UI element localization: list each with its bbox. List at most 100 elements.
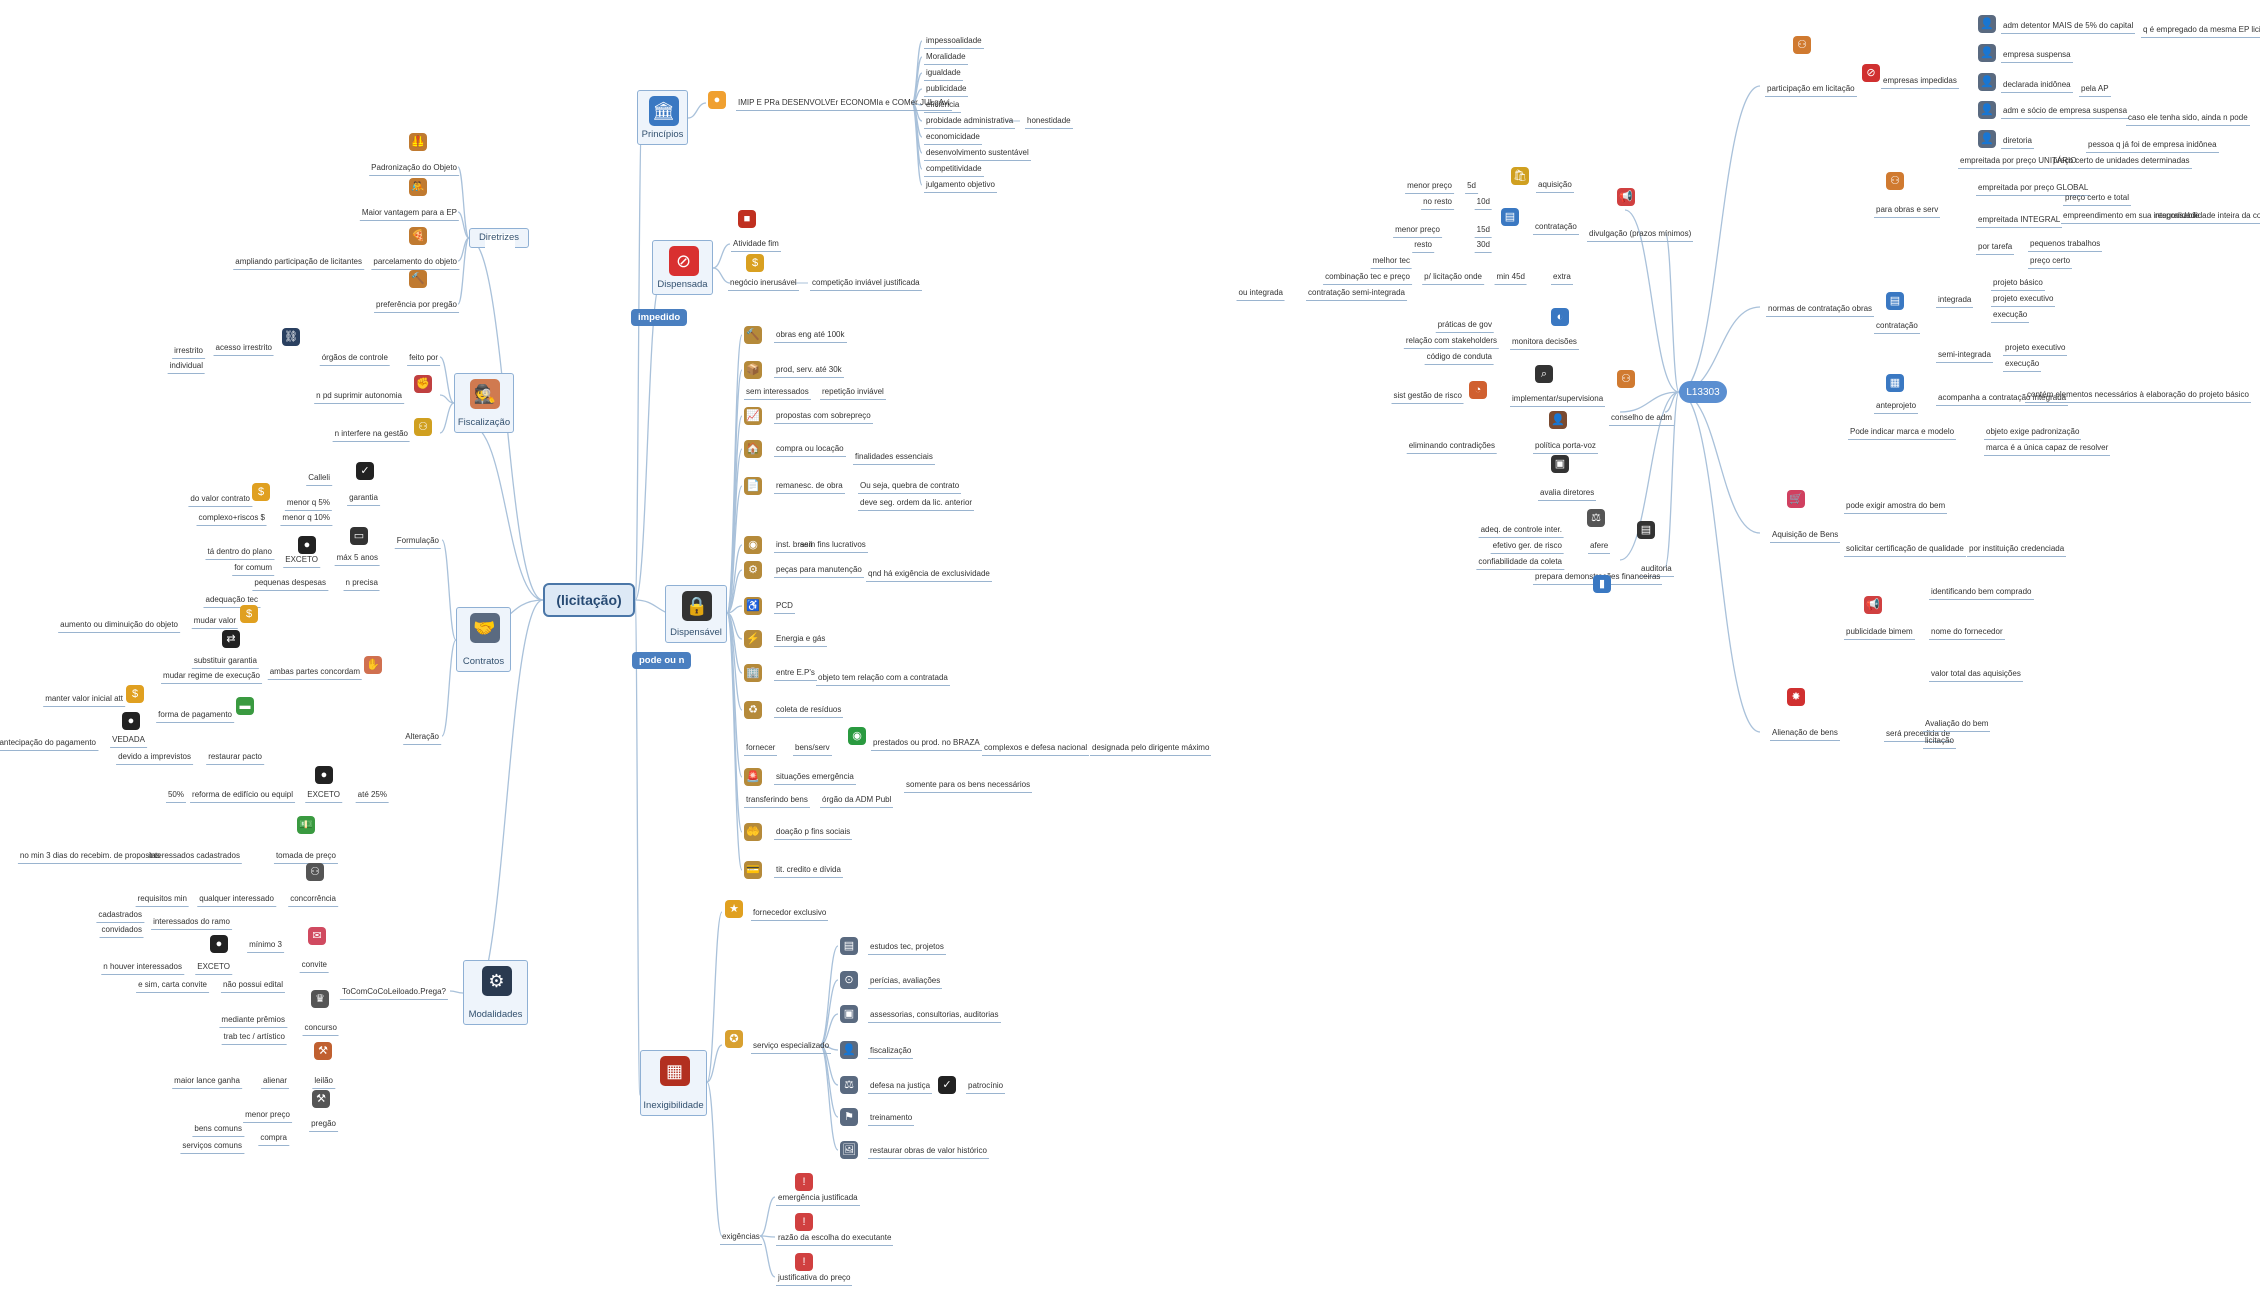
l13-pessoa[interactable]: pessoa q já foi de empresa inidônea bbox=[2086, 140, 2219, 153]
contratos-ambas[interactable]: ambas partes concordam bbox=[267, 667, 362, 680]
inexig-servico-item-4[interactable]: defesa na justiça bbox=[868, 1081, 933, 1094]
contratos-garantia[interactable]: garantia bbox=[347, 493, 380, 506]
fiscal-interfere[interactable]: n interfere na gestão bbox=[332, 429, 410, 442]
inexig-servico-item-0[interactable]: estudos tec, projetos bbox=[868, 942, 946, 955]
l13303-topic[interactable]: L13303 bbox=[1679, 381, 1727, 403]
dispensavel-item-5[interactable]: inst. brasil bbox=[774, 540, 815, 553]
l13-extra[interactable]: extra bbox=[1551, 272, 1573, 285]
diretriz-ampliando[interactable]: ampliando participação de licitantes bbox=[233, 257, 364, 270]
modalidades-mnemonic[interactable]: ToComCoCoLeiloado.Prega? bbox=[339, 987, 448, 1000]
l13-empregado[interactable]: q é empregado da mesma EP licitante bbox=[2141, 25, 2260, 38]
modalidade-edital[interactable]: não possui edital bbox=[220, 980, 285, 993]
inexig-fornecedor[interactable]: fornecedor exclusivo bbox=[751, 908, 829, 921]
inexigibilidade-box[interactable]: ▦Inexigibilidade bbox=[640, 1050, 707, 1116]
modalidade-trab-tec[interactable]: trab tec / artístico bbox=[221, 1032, 287, 1045]
l13-marca[interactable]: Pode indicar marca e modelo bbox=[1848, 427, 1957, 440]
l13-normas[interactable]: normas de contratação obras bbox=[1766, 304, 1875, 317]
contratos-adequacao[interactable]: adequação tec bbox=[203, 595, 260, 608]
inexig-servico-item-2[interactable]: assessorias, consultorias, auditorias bbox=[868, 1010, 1001, 1023]
l13-unica[interactable]: marca é a única capaz de resolver bbox=[1984, 443, 2111, 456]
inexig-exigencia-1[interactable]: razão da escolha do executante bbox=[776, 1233, 894, 1246]
modalidade-servicos-comuns[interactable]: serviços comuns bbox=[180, 1141, 244, 1154]
l13-instituicao[interactable]: por instituição credenciada bbox=[1967, 544, 2067, 557]
fiscal-suprimir[interactable]: n pd suprimir autonomia bbox=[314, 391, 404, 404]
l13-30d[interactable]: 30d bbox=[1474, 240, 1492, 253]
fiscal-feito-por[interactable]: feito por bbox=[407, 353, 440, 366]
contratos-max5[interactable]: máx 5 anos bbox=[334, 553, 380, 566]
diretriz-item-1[interactable]: Maior vantagem para a EP bbox=[359, 208, 459, 221]
contratos-complexo[interactable]: complexo+riscos $ bbox=[196, 513, 267, 526]
l13-integralidade[interactable]: empreendimento em sua integralidade bbox=[2061, 211, 2202, 224]
l13-licitacao[interactable]: licitação bbox=[1923, 736, 1956, 749]
l13-resto[interactable]: no resto bbox=[1421, 197, 1454, 210]
modalidade-leilao[interactable]: leilão bbox=[312, 1076, 335, 1089]
contratos-n-precisa[interactable]: n precisa bbox=[343, 578, 380, 591]
principio-item-4[interactable]: eficiência bbox=[924, 100, 962, 113]
l13-global[interactable]: empreitada por preço GLOBAL bbox=[1976, 183, 2091, 196]
principios-lead[interactable]: IMIP E PRa DESENVOLVEr ECONOMIa e COMer … bbox=[736, 98, 952, 111]
l13-diretoria[interactable]: diretoria bbox=[2001, 136, 2034, 149]
l13-semi-div[interactable]: contratação semi-integrada bbox=[1306, 288, 1407, 301]
l13-divulgacao[interactable]: divulgação (prazos mínimos) bbox=[1587, 229, 1694, 242]
modalidade-3-dias[interactable]: no min 3 dias do recebim. de propostas bbox=[17, 851, 162, 864]
l13-publicidade[interactable]: publicidade bimem bbox=[1844, 627, 1915, 640]
l13-impedidas[interactable]: empresas impedidas bbox=[1881, 76, 1959, 89]
l13-adm-detentor[interactable]: adm detentor MAIS de 5% do capital bbox=[2001, 21, 2136, 34]
l13-semi[interactable]: semi-integrada bbox=[1936, 350, 1993, 363]
l13-responsabilidade[interactable]: responsabilidade inteira da contratada bbox=[2153, 211, 2260, 224]
dispensada-box[interactable]: ⊘Dispensada bbox=[652, 240, 713, 295]
principio-honestidade[interactable]: honestidade bbox=[1025, 116, 1073, 129]
contratos-plano[interactable]: tá dentro do plano bbox=[205, 547, 274, 560]
diretriz-item-0[interactable]: Padronização do Objeto bbox=[369, 163, 459, 176]
l13-unitario[interactable]: empreitada por preço UNITÁRIO bbox=[1958, 156, 2079, 169]
l13-monitora[interactable]: monitora decisões bbox=[1510, 337, 1579, 350]
fiscalizacao-box[interactable]: 🕵Fiscalização bbox=[454, 373, 514, 433]
dispensavel-item-3[interactable]: compra ou locação bbox=[774, 444, 846, 457]
dispensavel-relacao[interactable]: objeto tem relação com a contratada bbox=[816, 673, 950, 686]
dispensavel-item-13[interactable]: tit. credito e dívida bbox=[774, 865, 843, 878]
dispensavel-defesa[interactable]: complexos e defesa nacional bbox=[982, 743, 1090, 756]
inexig-exigencia-2[interactable]: justificativa do preço bbox=[776, 1273, 853, 1286]
l13-pequenos[interactable]: pequenos trabalhos bbox=[2028, 239, 2103, 252]
l13-unidades[interactable]: preço certo de unidades determinadas bbox=[2051, 156, 2192, 169]
dispensavel-item-0[interactable]: obras eng até 100k bbox=[774, 330, 847, 343]
dispensavel-quebra[interactable]: Ou seja, quebra de contrato bbox=[858, 481, 962, 494]
dispensavel-braza[interactable]: prestados ou prod. no BRAZA bbox=[871, 738, 982, 751]
modalidade-compra[interactable]: compra bbox=[258, 1133, 289, 1146]
l13-avaliacao[interactable]: Avaliação do bem bbox=[1923, 719, 1991, 732]
l13-onde[interactable]: p/ licitação onde bbox=[1422, 272, 1484, 285]
l13-auditoria[interactable]: auditoria bbox=[1639, 564, 1674, 577]
dispensada-competicao[interactable]: competição inviável justificada bbox=[810, 278, 922, 291]
l13-anteprojeto[interactable]: anteprojeto bbox=[1874, 401, 1919, 414]
modalidade-exceto[interactable]: EXCETO bbox=[195, 962, 232, 975]
fiscal-individual[interactable]: individual bbox=[167, 361, 205, 374]
l13-codigo[interactable]: código de conduta bbox=[1424, 352, 1494, 365]
l13-aquisicao[interactable]: aquisição bbox=[1536, 180, 1574, 193]
l13-10d[interactable]: 10d bbox=[1474, 197, 1492, 210]
contratos-reforma[interactable]: reforma de edifício ou equipl bbox=[190, 790, 295, 803]
l13-confiabilidade[interactable]: confiabilidade da coleta bbox=[1476, 557, 1564, 570]
contratos-aumento[interactable]: aumento ou diminuição do objeto bbox=[58, 620, 180, 633]
l13-participacao[interactable]: participação em licitação bbox=[1765, 84, 1857, 97]
l13-contem[interactable]: contém elementos necessários à elaboraçã… bbox=[2025, 390, 2251, 403]
diretrizes-box[interactable]: Diretrizes bbox=[469, 228, 529, 264]
l13-15d[interactable]: 15d bbox=[1474, 225, 1492, 238]
contratos-exceto1[interactable]: EXCETO bbox=[283, 555, 320, 568]
dispensavel-bens-serv[interactable]: bens/serv bbox=[793, 743, 832, 756]
dispensavel-somente-bens[interactable]: somente para os bens necessários bbox=[904, 780, 1033, 793]
principio-item-0[interactable]: impessoalidade bbox=[924, 36, 984, 49]
modalidade-n-houver[interactable]: n houver interessados bbox=[101, 962, 184, 975]
l13-precedida[interactable]: será precedida de bbox=[1884, 729, 1953, 742]
l13-praticas[interactable]: práticas de gov bbox=[1435, 320, 1494, 333]
modalidade-premios[interactable]: mediante prêmios bbox=[219, 1015, 287, 1028]
diretriz-item-3[interactable]: preferência por pregão bbox=[374, 300, 459, 313]
dispensavel-fornecer[interactable]: fornecer bbox=[744, 743, 778, 756]
l13-afere[interactable]: afere bbox=[1588, 541, 1611, 554]
inexig-servico[interactable]: serviço especializado bbox=[751, 1041, 832, 1054]
contratos-forma[interactable]: forma de pagamento bbox=[156, 710, 234, 723]
dispensavel-item-9[interactable]: entre E.P's bbox=[774, 668, 817, 681]
contratos-vedada[interactable]: VEDADA bbox=[110, 735, 147, 748]
l13-mp15[interactable]: menor preço bbox=[1393, 225, 1442, 238]
dispensavel-item-1[interactable]: prod, serv. até 30k bbox=[774, 365, 844, 378]
contratos-menor10[interactable]: menor q 10% bbox=[280, 513, 332, 526]
